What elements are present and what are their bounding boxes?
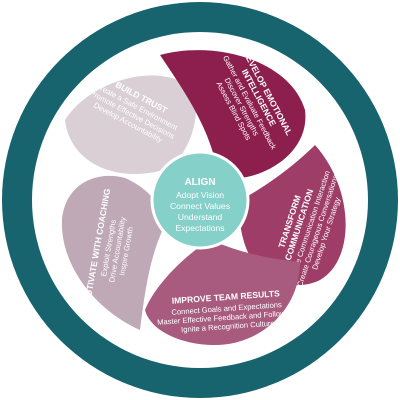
petal-transform-communication-shape: [239, 145, 346, 286]
petal-develop-ei-shape: [160, 50, 306, 179]
petal-motivate-with-coaching: MOTIVATE WITH COACHING Exploit Strengths…: [61, 175, 165, 330]
center-align: ALIGN Adopt Vision Connect Values Unders…: [150, 150, 250, 250]
petal-develop-emotional-intelligence: DEVELOP EMOTIONAL INTELLIGENCE Gather an…: [160, 49, 306, 179]
petal-motivate-shape: [61, 175, 165, 330]
center-circle: [150, 150, 250, 250]
petal-improve-team-results-shape: [145, 240, 300, 345]
petal-improve-team-results: IMPROVE TEAM RESULTS Connect Goals and E…: [145, 240, 300, 345]
center-line-3: Understand: [178, 212, 223, 222]
petal-build-trust-shape: [65, 75, 197, 175]
petal-build-trust: BUILD TRUST Create a Safe Environment Pr…: [65, 75, 197, 175]
center-line-1: Adopt Vision: [176, 190, 224, 200]
center-title: ALIGN: [184, 177, 215, 188]
petal-transform-communication: TRANSFORM COMMUNICATION Practice Communi…: [239, 145, 346, 288]
center-line-4: Expectations: [175, 223, 224, 233]
center-line-2: Connect Values: [170, 201, 230, 211]
